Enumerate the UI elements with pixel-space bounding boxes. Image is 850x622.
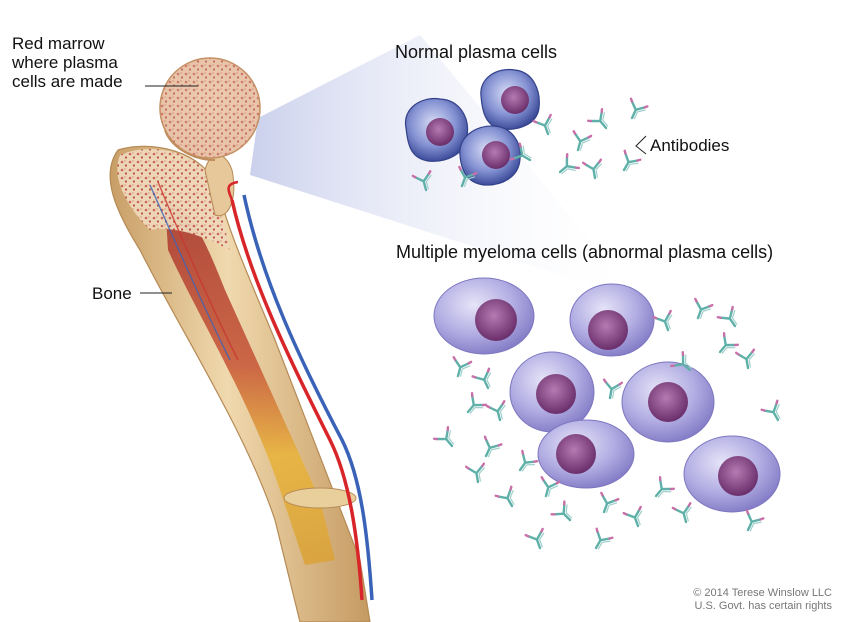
myeloma-cell bbox=[509, 351, 595, 433]
normal-cell bbox=[459, 125, 521, 186]
rights-line: U.S. Govt. has certain rights bbox=[694, 600, 832, 612]
nucleus bbox=[475, 299, 517, 341]
myeloma-cell bbox=[433, 277, 535, 355]
myeloma-cells-label: Multiple myeloma cells (abnormal plasma … bbox=[396, 242, 774, 262]
nucleus bbox=[556, 434, 596, 474]
antibodies-leader-line bbox=[635, 135, 647, 155]
normal-cell bbox=[480, 68, 540, 130]
myeloma-cell bbox=[569, 283, 655, 357]
myeloma-cell bbox=[683, 435, 781, 513]
nucleus bbox=[426, 118, 454, 146]
red-marrow-label-line2: where plasma bbox=[12, 53, 118, 72]
nucleus bbox=[718, 456, 758, 496]
normal-plasma-cells-label: Normal plasma cells bbox=[395, 42, 558, 62]
magnification-beam bbox=[250, 35, 640, 300]
myeloma-cell bbox=[537, 419, 635, 489]
blood-vessels bbox=[149, 180, 374, 601]
bone-label: Bone bbox=[92, 284, 132, 303]
nucleus bbox=[536, 374, 576, 414]
myeloma-cells bbox=[433, 277, 781, 513]
copyright-credit: © 2014 Terese Winslow LLC U.S. Govt. has… bbox=[693, 587, 832, 613]
nucleus bbox=[482, 141, 510, 169]
red-marrow-label-line3: cells are made bbox=[12, 72, 123, 91]
red-marrow-label: Red marrow where plasma cells are made bbox=[12, 34, 172, 91]
femur-bone bbox=[109, 57, 371, 622]
normal-cell bbox=[404, 97, 469, 162]
normal-plasma-cells bbox=[404, 68, 540, 186]
myeloma-cell bbox=[621, 361, 715, 443]
red-marrow-label-line1: Red marrow bbox=[12, 34, 105, 53]
antibodies-label: Antibodies bbox=[650, 136, 730, 155]
nucleus bbox=[648, 382, 688, 422]
nucleus bbox=[501, 86, 529, 114]
nucleus bbox=[588, 310, 628, 350]
copyright-line: © 2014 Terese Winslow LLC bbox=[693, 587, 832, 599]
